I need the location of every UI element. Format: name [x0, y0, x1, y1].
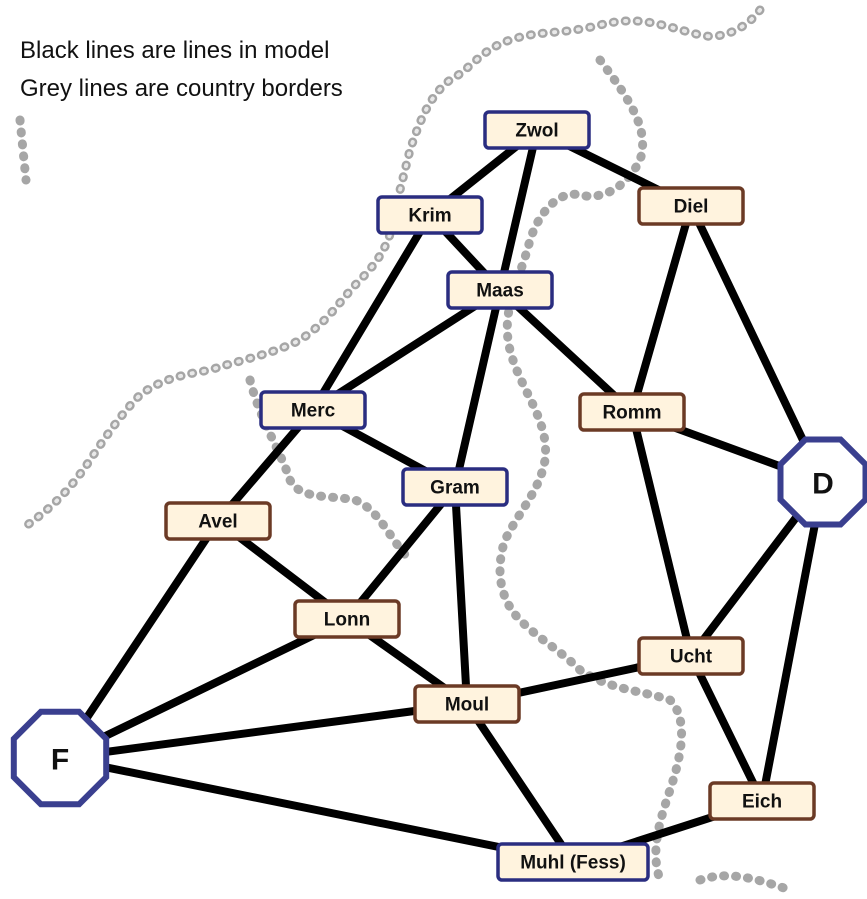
station-box: [446, 270, 554, 310]
station-box: [376, 195, 484, 235]
station-label: Zwol: [515, 121, 558, 142]
station-moul: Moul: [413, 684, 521, 724]
station-zwol: Zwol: [483, 110, 591, 150]
country-border: [695, 871, 795, 895]
station-label: Eich: [742, 792, 782, 813]
model-line-ucht-eich: [687, 652, 766, 805]
station-box: [413, 684, 521, 724]
country-border: [15, 115, 31, 185]
station-gram: Gram: [401, 467, 509, 507]
terminal-octagon: [777, 436, 867, 528]
station-box: [293, 599, 401, 639]
station-box: [401, 467, 509, 507]
station-lonn: Lonn: [293, 599, 401, 639]
station-ucht: Ucht: [637, 636, 745, 676]
station-label: Romm: [602, 403, 661, 424]
terminal-f: F: [10, 708, 110, 808]
model-line-diel-d: [687, 202, 827, 486]
station-avel: Avel: [164, 501, 272, 541]
station-box: [708, 781, 816, 821]
station-box: [483, 110, 591, 150]
station-box: [578, 392, 686, 432]
station-box: [164, 501, 272, 541]
station-maas: Maas: [446, 270, 554, 310]
station-label: Merc: [291, 401, 336, 422]
station-box: [637, 636, 745, 676]
legend-model-lines: Black lines are lines in model: [20, 37, 330, 64]
station-box: [496, 842, 650, 882]
model-line-romm-ucht: [628, 408, 695, 660]
station-box: [637, 186, 745, 226]
station-label: Diel: [674, 197, 709, 218]
station-label: Maas: [476, 281, 524, 302]
station-romm: Romm: [578, 392, 686, 432]
model-line-maas-romm: [496, 286, 636, 416]
model-line-gram-moul: [451, 483, 471, 708]
station-box: [259, 390, 367, 430]
station-label: Avel: [198, 512, 237, 533]
model-line-moul-muhl: [463, 700, 577, 866]
model-line-lonn-f: [56, 615, 351, 762]
model-line-gram-lonn: [343, 483, 459, 623]
model-line-zwol-maas: [496, 126, 541, 294]
station-label: Gram: [430, 478, 480, 499]
station-muhl: Muhl (Fess): [496, 842, 650, 882]
station-label: Lonn: [324, 610, 370, 631]
station-label: Ucht: [670, 647, 713, 668]
station-merc: Merc: [259, 390, 367, 430]
station-label: Muhl (Fess): [520, 853, 626, 874]
model-line-diel-romm: [628, 202, 695, 416]
terminal-d: D: [777, 436, 867, 528]
station-label: Moul: [445, 695, 489, 716]
station-label: Krim: [408, 206, 451, 227]
legend-country-borders: Grey lines are country borders: [20, 75, 343, 102]
station-diel: Diel: [637, 186, 745, 226]
station-eich: Eich: [708, 781, 816, 821]
station-krim: Krim: [376, 195, 484, 235]
terminal-label: D: [812, 468, 834, 501]
terminal-label: F: [51, 744, 69, 777]
model-line-f-muhl: [56, 754, 577, 866]
model-line-maas-gram: [451, 286, 504, 491]
model-line-d-eich: [758, 478, 827, 805]
country-border: [495, 55, 686, 885]
terminal-octagon: [10, 708, 110, 808]
model-line-moul-f: [56, 700, 471, 762]
model-line-maas-merc: [309, 286, 504, 414]
legend: Black lines are lines in model Grey line…: [20, 32, 343, 108]
country-borders: [15, 5, 795, 895]
model-line-krim-merc: [309, 211, 434, 414]
